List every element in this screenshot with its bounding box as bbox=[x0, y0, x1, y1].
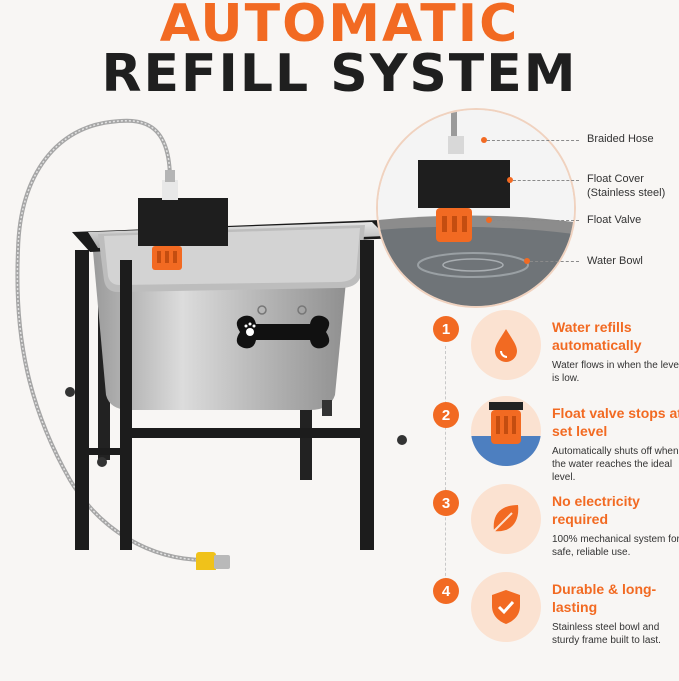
feature-number: 2 bbox=[433, 402, 459, 428]
title-automatic: AUTOMATIC bbox=[159, 0, 520, 54]
zoom-detail-circle bbox=[376, 108, 576, 308]
shield-check-icon bbox=[492, 590, 520, 624]
float-valve-icon bbox=[471, 402, 541, 466]
leaf-icon bbox=[493, 505, 519, 532]
feature-number: 3 bbox=[433, 490, 459, 516]
feature-item: 3 No electricity required 100% mechanica… bbox=[433, 482, 679, 570]
bone-tag bbox=[236, 305, 330, 349]
feature-item: 4 Durable & long-lasting Stainless steel… bbox=[433, 570, 679, 658]
feature-title: Durable & long-lasting bbox=[552, 581, 657, 615]
float-cover bbox=[138, 198, 228, 246]
hose-fitting bbox=[196, 552, 216, 570]
float-valve bbox=[152, 246, 182, 270]
feature-desc: Water flows in when the level is low. bbox=[552, 360, 679, 384]
product-illustration bbox=[15, 118, 407, 570]
feature-item: 2 Float valve stops at set level Automat… bbox=[433, 394, 679, 483]
water-drop-icon bbox=[495, 329, 517, 362]
feature-desc: 100% mechanical system for safe, reliabl… bbox=[552, 534, 679, 558]
feature-desc: Stainless steel bowl and sturdy frame bu… bbox=[552, 622, 661, 646]
feature-title: Float valve stops at set level bbox=[552, 405, 679, 439]
feature-desc: Automatically shuts off when the water r… bbox=[552, 446, 679, 483]
feature-title: Water refills automatically bbox=[552, 319, 642, 353]
callout-braided-hose: Braided Hose bbox=[587, 133, 654, 145]
feature-number: 1 bbox=[433, 316, 459, 342]
title-refill-system: REFILL SYSTEM bbox=[101, 44, 578, 104]
callout-float-valve: Float Valve bbox=[587, 214, 642, 226]
callout-water-bowl: Water Bowl bbox=[587, 255, 643, 267]
feature-number: 4 bbox=[433, 578, 459, 604]
feature-title: No electricity required bbox=[552, 493, 640, 527]
feature-item: 1 Water refills automatically Water flow… bbox=[433, 308, 679, 396]
callout-float-cover: Float Cover (Stainless steel) bbox=[587, 173, 666, 199]
